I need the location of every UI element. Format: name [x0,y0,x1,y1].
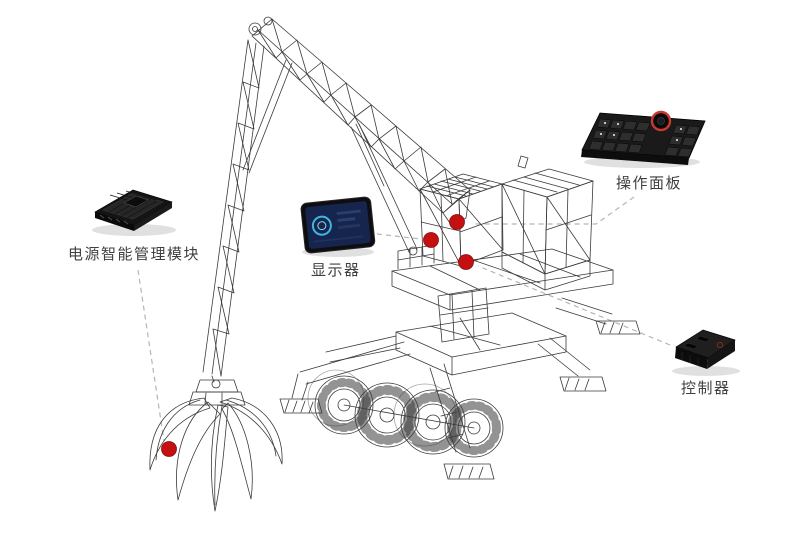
wheels [307,369,504,458]
gauge-icon [311,215,332,236]
machine-wireframe [149,16,641,512]
hotspot-cab-roof [449,214,465,230]
boom-chords [251,18,471,214]
hotspots [161,214,474,457]
grapple-tine [149,397,211,471]
tablet-display-photo [300,196,376,257]
platform [391,248,614,296]
connector-display [376,233,422,240]
keypad-console-photo [581,110,706,168]
label-display: 显示器 [311,262,361,279]
controller-photo [672,329,740,376]
connector-control-panel [473,196,635,225]
label-control-panel: 操作面板 [616,175,683,192]
connector-power-module [137,269,165,442]
connector-lines [137,196,671,442]
hotspot-cab-front-left [423,232,439,248]
power-module-photo [92,189,176,236]
label-controller: 控制器 [681,380,731,397]
key-legends [600,122,682,141]
label-power-module: 电源智能管理模块 [68,246,201,263]
keys [588,118,701,158]
hotspot-cab-front-lower [458,254,474,270]
hotspot-grapple-claw [161,441,177,457]
shadow [672,366,740,376]
connector-controller [477,265,671,346]
